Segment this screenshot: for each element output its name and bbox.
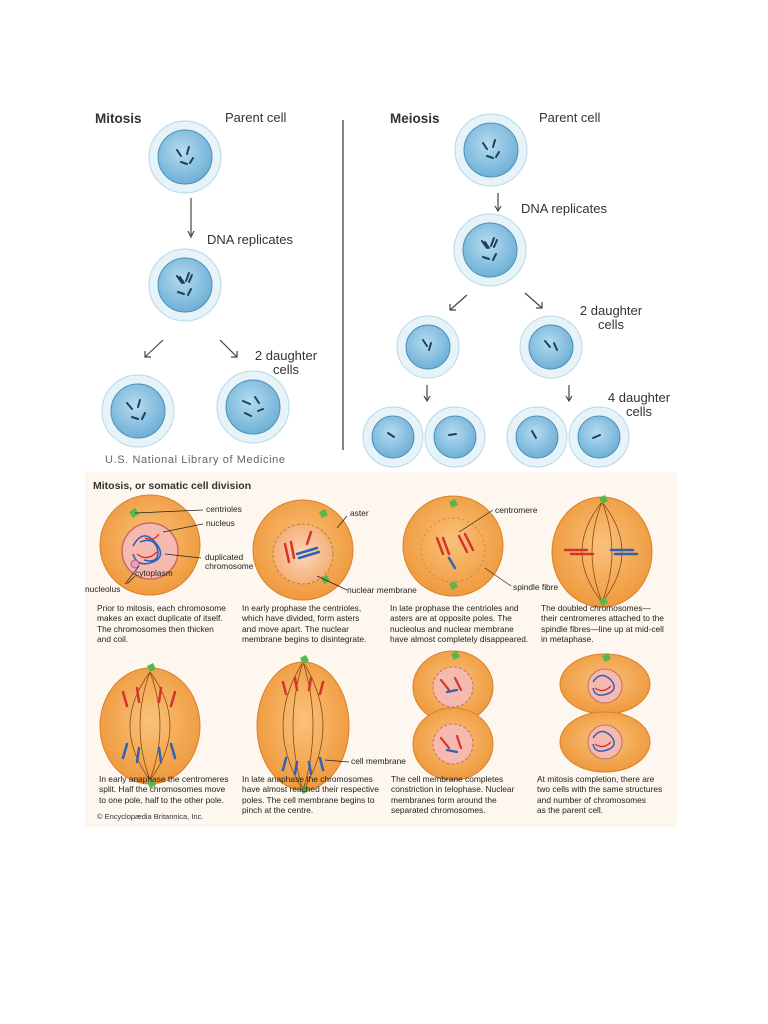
mitosis-arrow-right [219, 339, 238, 358]
label-nucleus: nucleus [206, 518, 235, 528]
somatic-cell-division-diagram: Mitosis, or somatic cell division centri… [85, 472, 677, 827]
meiosis-daughter-cell-2 [519, 315, 583, 379]
meiosis-arrow-left [449, 294, 468, 311]
mitosis-daughter-label-2: cells [272, 362, 299, 377]
label-cytoplasm: cytoplasm [135, 568, 173, 578]
meiosis-gamete-2 [424, 406, 486, 468]
somatic-title: Mitosis, or somatic cell division [93, 480, 252, 492]
label-cell-membrane: cell membrane [351, 756, 406, 766]
meiosis-4daughter-label-1: 4 daughter [607, 390, 671, 405]
label-spindle-fibre: spindle fibre [513, 582, 559, 592]
stage-6-cell [256, 655, 350, 794]
meiosis-daughter-cell-1 [396, 315, 460, 379]
meiosis-gamete-4 [568, 406, 630, 468]
mitosis-title: Mitosis [95, 111, 142, 126]
label-duplicated-chromosome-1: duplicated [205, 552, 244, 562]
stage-8-cell [559, 653, 651, 773]
meiosis-title: Meiosis [390, 111, 440, 126]
meiosis-parent-cell [454, 113, 528, 187]
stage-5-cell [99, 663, 201, 788]
label-nucleolus: nucleolus [85, 584, 121, 594]
mitosis-daughter-cell-2 [216, 370, 290, 444]
caption-stage-2: In early prophase the centrioles,which h… [242, 603, 367, 645]
mitosis-replicated-cell [148, 248, 222, 322]
mitosis-daughter-label-1: 2 daughter [254, 348, 318, 363]
mitosis-parent-cell-label: Parent cell [225, 110, 287, 125]
meiosis-arrow-right [524, 292, 543, 309]
meiosis-gamete-3 [506, 406, 568, 468]
meiosis-parent-cell-label: Parent cell [539, 110, 601, 125]
meiosis-gamete-1 [362, 406, 424, 468]
nlm-credit: U.S. National Library of Medicine [105, 454, 286, 466]
stage-2-cell [252, 499, 354, 601]
caption-stage-4: The doubled chromosomes—their centromere… [541, 603, 664, 645]
stage-1-cell [99, 494, 201, 596]
label-aster: aster [350, 508, 369, 518]
meiosis-4daughter-label-2: cells [625, 404, 652, 419]
meiosis-replicated-cell [453, 213, 527, 287]
stage-3-cell [402, 495, 504, 597]
stage-7-cell [412, 650, 494, 781]
mitosis-arrow-left [144, 339, 164, 358]
label-centrioles: centrioles [206, 504, 242, 514]
mitosis-dna-replicates-label: DNA replicates [207, 232, 293, 247]
mitosis-parent-cell [148, 120, 222, 194]
britannica-credit: © Encyclopædia Britannica, Inc. [97, 812, 204, 821]
label-nuclear-membrane: nuclear membrane [347, 585, 417, 595]
mitosis-daughter-cell-1 [101, 374, 175, 448]
meiosis-dna-replicates-label: DNA replicates [521, 201, 607, 216]
somatic-division-graphic [99, 494, 653, 794]
meiosis-2daughter-label-2: cells [597, 317, 624, 332]
leader-lines [124, 509, 512, 763]
stage-4-cell [551, 495, 653, 608]
label-centromere: centromere [495, 505, 538, 515]
mitosis-meiosis-graphic [101, 113, 630, 468]
label-duplicated-chromosome-2: chromosome [205, 561, 254, 571]
meiosis-2daughter-label-1: 2 daughter [579, 303, 643, 318]
mitosis-meiosis-diagram: Mitosis Parent cell DNA replicates 2 dau… [85, 95, 685, 470]
